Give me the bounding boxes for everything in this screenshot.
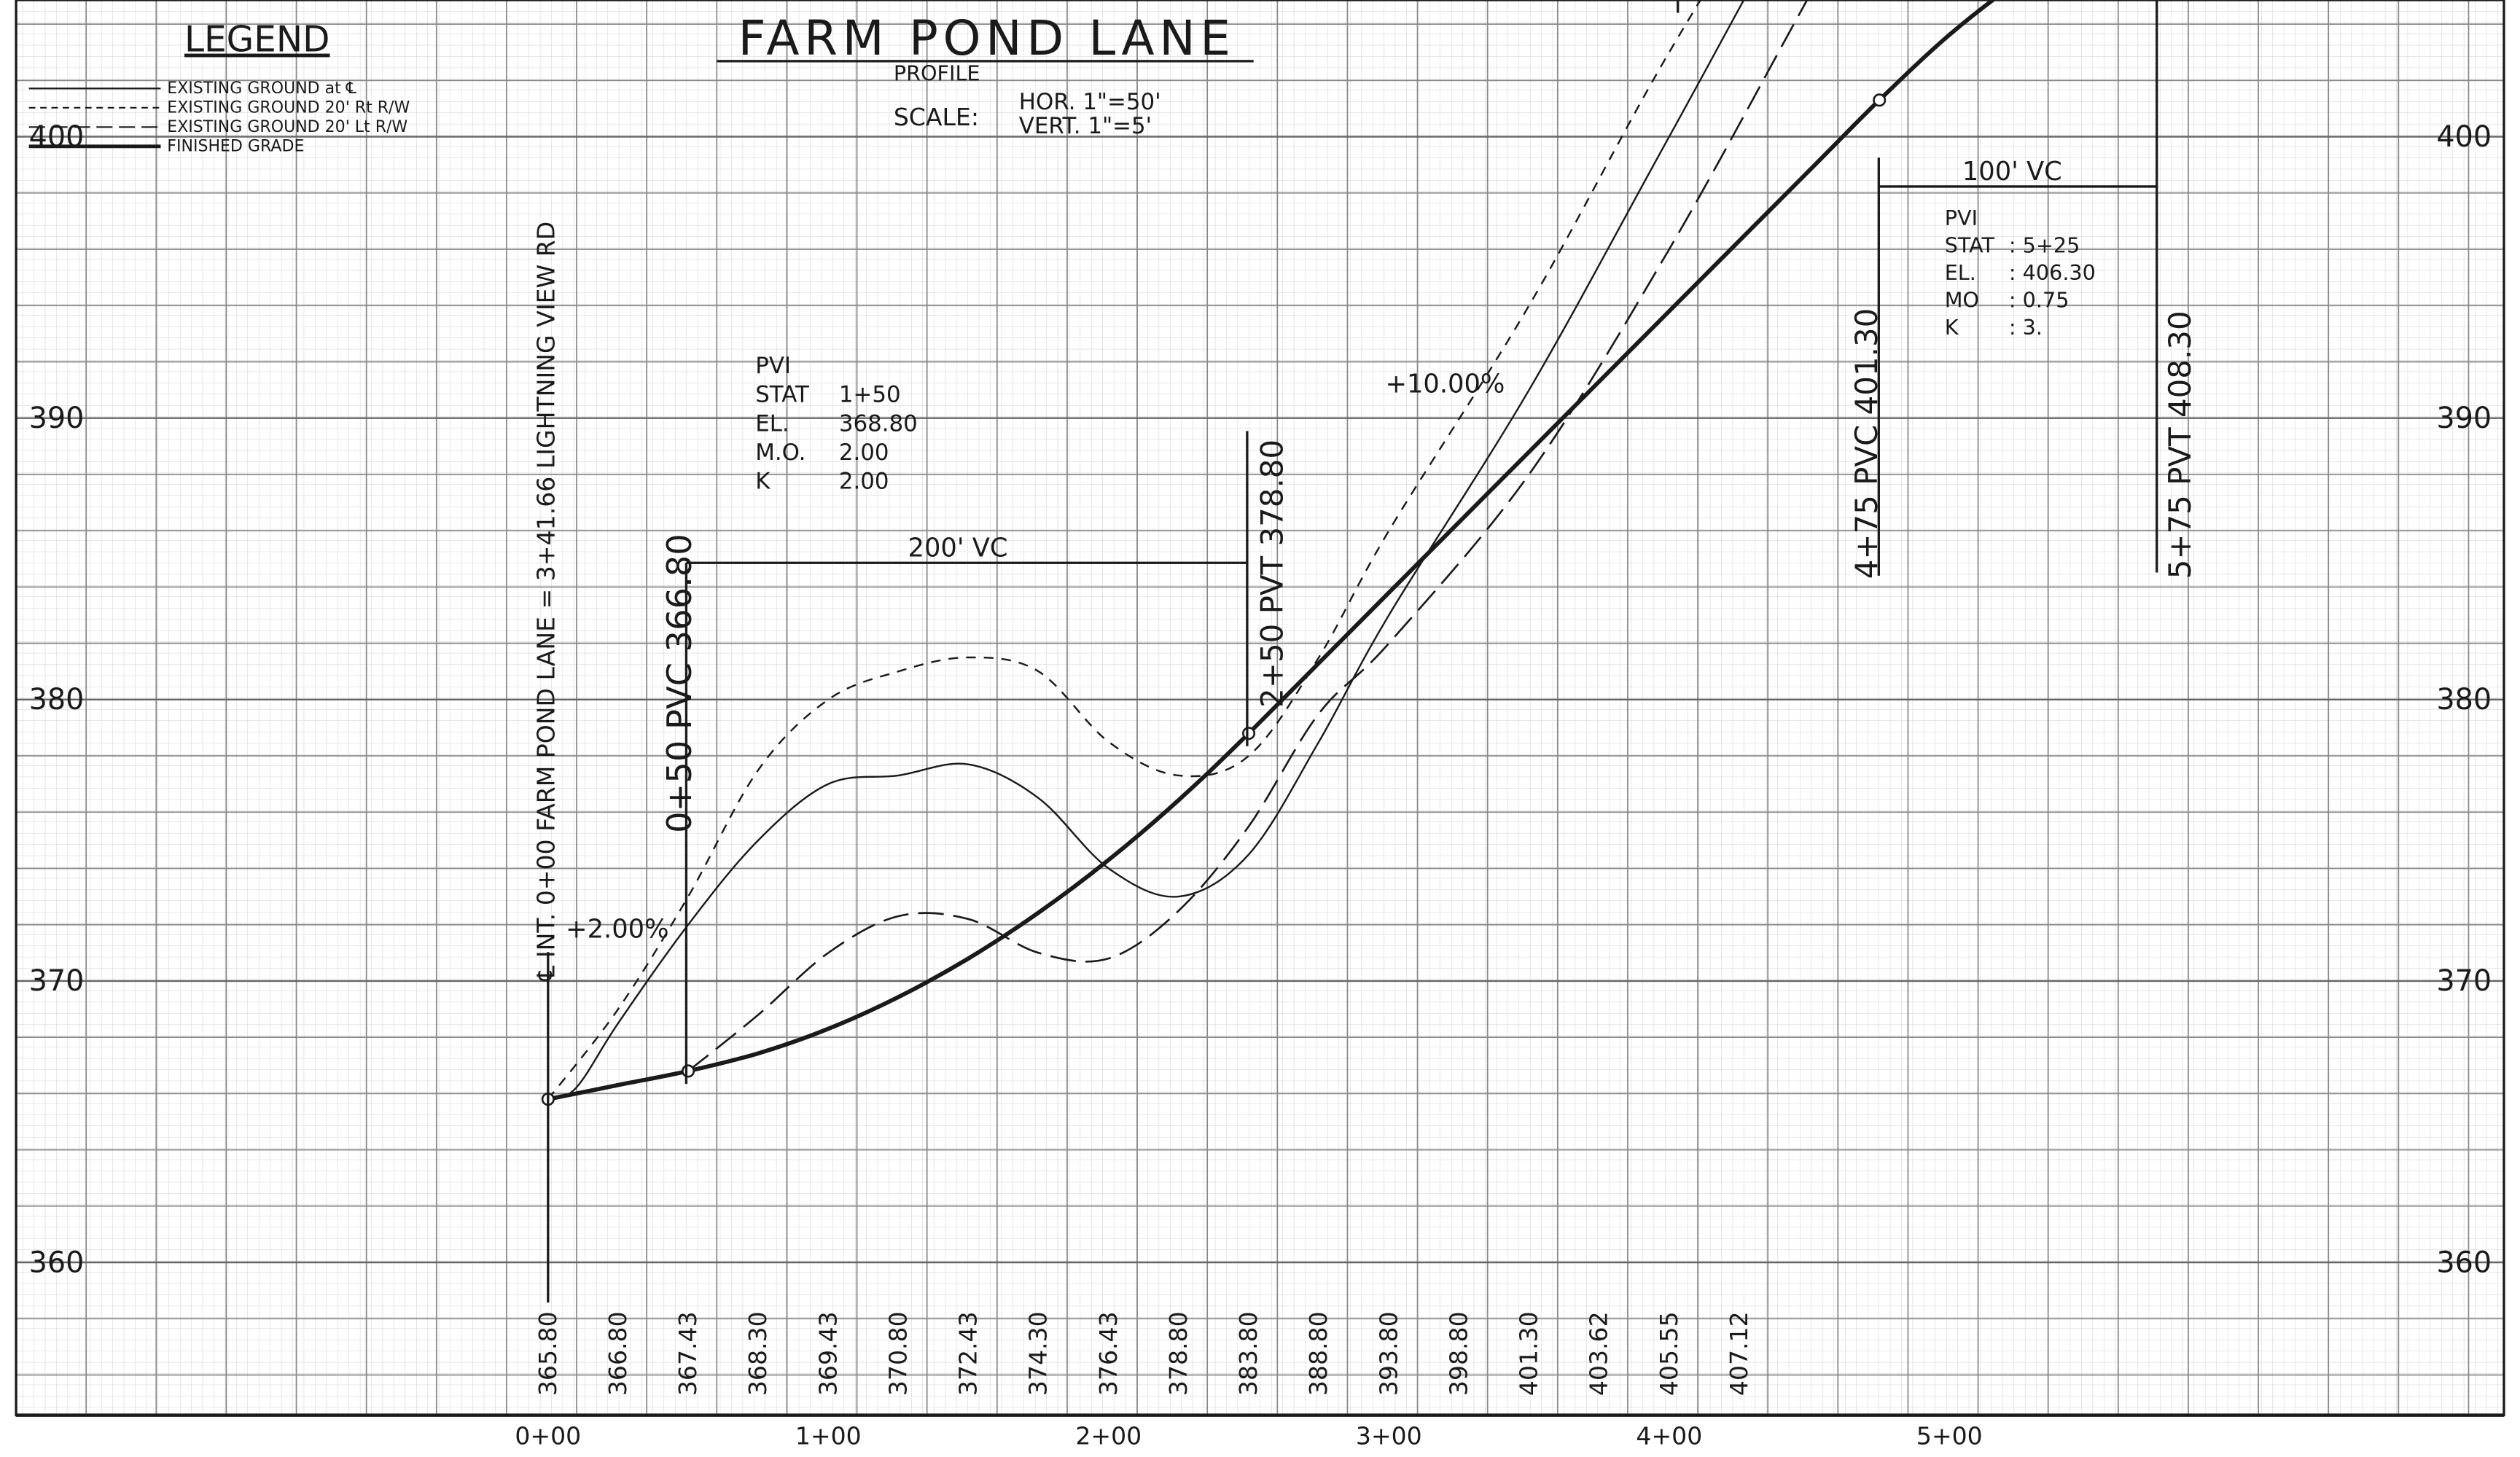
grade-elevation-label: 393.80 — [1374, 1311, 1403, 1396]
grade-elevation-label: 369.43 — [814, 1311, 842, 1396]
major-grid — [15, 0, 2504, 1415]
pvc-2-label: 4+75 PVC 401.30 — [1849, 308, 1884, 579]
station-label: 2+00 — [1075, 1421, 1142, 1450]
legend-item-existing-lt: EXISTING GROUND 20' Lt R/W — [167, 118, 407, 136]
begin-station-note: ℄ INT. 0+00 FARM POND LANE = 3+41.66 LIG… — [532, 222, 561, 982]
pvi-2-key: STAT — [1945, 233, 1995, 257]
pvi-1-key: PVI — [755, 353, 791, 379]
vc-1-label: 200' VC — [908, 533, 1008, 563]
grade-elevation-label: 378.80 — [1164, 1311, 1193, 1396]
pvi-1-value: 2.00 — [839, 469, 889, 495]
vc-2-label: 100' VC — [1962, 157, 2062, 187]
grade-elevation-row: 365.80 366.80 367.43 368.30 369.43 370.80 372.… — [534, 1311, 1753, 1396]
pvt-1-label: 2+50 PVT 378.80 — [1254, 440, 1290, 708]
elevation-label-left: 380 — [29, 683, 85, 716]
legend-item-existing-cl: EXISTING GROUND at ℄ — [167, 79, 357, 98]
station-label: 4+00 — [1636, 1421, 1702, 1450]
drawing-subtitle: PROFILE — [894, 60, 980, 85]
curve-point-marker — [682, 1064, 695, 1078]
elevation-label-left: 370 — [29, 964, 85, 998]
grade-elevation-label: 370.80 — [883, 1311, 912, 1396]
elevation-label-right: 380 — [2436, 683, 2492, 716]
legend: LEGEND EXISTING GROUND at ℄ EXISTING GRO… — [28, 20, 410, 155]
pvi-2-block: PVI STAT : 5+25 EL. : 406.30 MO : 0.75 K… — [1945, 206, 2096, 340]
grade-elevation-label: 403.62 — [1585, 1311, 1613, 1396]
pvi-1-key: K — [755, 469, 771, 495]
elevation-label-right: 360 — [2436, 1246, 2492, 1279]
grade-elevation-label: 383.80 — [1234, 1311, 1263, 1396]
pvi-2-value: : 0.75 — [2009, 287, 2070, 312]
pvi-2-key: EL. — [1945, 260, 1976, 285]
pvi-1-key: EL. — [755, 410, 789, 437]
station-label: 0+00 — [515, 1421, 581, 1450]
grade-elevation-label: 366.80 — [604, 1311, 632, 1396]
grade-elevation-label: 398.80 — [1444, 1311, 1472, 1396]
curve-point-marker — [1873, 93, 1887, 107]
grade-elevation-label: 401.30 — [1515, 1311, 1543, 1396]
pvi-1-value: 368.80 — [839, 410, 918, 437]
drawing-title: FARM POND LANE — [738, 10, 1236, 66]
grade-elevation-label: 365.80 — [534, 1311, 562, 1396]
pvc-1-label: 0+50 PVC 366.80 — [660, 534, 699, 833]
station-label: 3+00 — [1356, 1421, 1422, 1450]
pvi-2-key: PVI — [1945, 206, 1978, 230]
station-label: 5+00 — [1916, 1421, 1983, 1450]
profile-lines — [541, 0, 1997, 1106]
pvi-2-value: : 5+25 — [2009, 233, 2080, 257]
curve-point-marker — [1242, 727, 1256, 741]
grade-elevation-label: 374.30 — [1024, 1311, 1053, 1396]
title-block: FARM POND LANE PROFILE SCALE: HOR. 1"=50… — [717, 10, 1254, 139]
grade-elevation-label: 368.30 — [744, 1311, 772, 1396]
pvi-2-value: : 406.30 — [2009, 260, 2096, 285]
scale-label: SCALE: — [894, 103, 979, 131]
station-axis: 0+00 1+00 2+00 3+00 4+00 5+00 — [515, 1421, 1982, 1450]
grade-elevation-label: 372.43 — [954, 1311, 983, 1396]
existing-ground-lt-line — [687, 0, 1809, 1072]
pvi-2-key: MO — [1945, 287, 1979, 312]
existing-ground-cl-line — [547, 0, 1745, 1101]
grade-elevation-label: 388.80 — [1304, 1311, 1333, 1396]
legend-item-existing-rt: EXISTING GROUND 20' Rt R/W — [167, 98, 410, 117]
grade-elevation-label: 407.12 — [1725, 1311, 1753, 1396]
elevation-label-left: 400 — [29, 120, 85, 154]
elevation-label-right: 370 — [2436, 964, 2492, 998]
scale-horizontal: HOR. 1"=50' — [1019, 89, 1161, 115]
existing-ground-rt-line — [547, 0, 1702, 1100]
legend-title: LEGEND — [184, 20, 330, 60]
pvi-1-block: PVI STAT 1+50 EL. 368.80 M.O. 2.00 K 2.0… — [755, 353, 918, 495]
elevation-label-left: 390 — [29, 402, 85, 435]
finished-grade-line — [547, 0, 1997, 1101]
grade-elevation-label: 367.43 — [674, 1311, 702, 1396]
elevation-label-right: 400 — [2436, 120, 2492, 154]
station-label: 1+00 — [795, 1421, 862, 1450]
scale-vertical: VERT. 1"=5' — [1019, 113, 1152, 139]
grade-elevation-label: 376.43 — [1094, 1311, 1123, 1396]
pvi-1-key: STAT — [755, 382, 809, 408]
vertical-curve-markers — [547, 0, 2158, 1303]
pvi-2-key: K — [1945, 315, 1959, 340]
elevation-axis: 360 360 370 370 380 380 390 390 400 400 — [29, 120, 2492, 1279]
pvi-1-value: 1+50 — [839, 382, 901, 408]
pvi-1-key: M.O. — [755, 440, 805, 466]
grade-elevation-label: 405.55 — [1655, 1311, 1683, 1396]
grade-1-label: +2.00% — [566, 914, 669, 944]
pvi-2-value: : 3. — [2009, 315, 2043, 340]
elevation-label-left: 360 — [29, 1246, 85, 1279]
elevation-label-right: 390 — [2436, 402, 2492, 435]
legend-item-finished-grade: FINISHED GRADE — [167, 137, 304, 155]
pvi-1-value: 2.00 — [839, 440, 889, 466]
pvt-2-label: 5+75 PVT 408.30 — [2162, 310, 2198, 579]
grade-2-label: +10.00% — [1385, 369, 1505, 399]
